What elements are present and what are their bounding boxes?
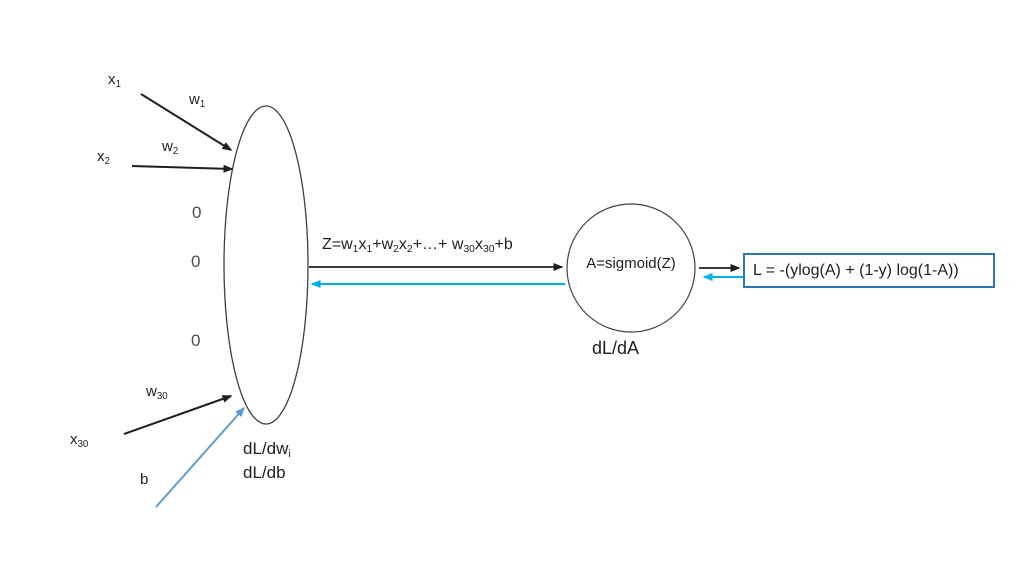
label-grad-weights: dL/dwi: [243, 439, 291, 461]
placeholder-dot: 0: [191, 331, 201, 350]
arrow-x1-to-neuron: [140, 93, 233, 151]
label-grad-activation: dL/dA: [592, 338, 640, 358]
loss-box: L = -(ylog(A) + (1-y) log(1-A)): [743, 253, 995, 288]
activation-circle: [566, 203, 696, 333]
label-activation: A=sigmoid(Z): [586, 255, 676, 272]
loss-label: L = -(ylog(A) + (1-y) log(1-A)): [753, 261, 959, 279]
arrow-b-to-neuron: [155, 406, 245, 508]
label-equation-z: Z=w1x1+w2x2+…+ w30x30+b: [322, 236, 513, 255]
label-x30: x30: [70, 431, 89, 450]
placeholder-dot: 0: [191, 252, 201, 271]
label-grad-bias: dL/db: [243, 463, 286, 482]
label-b: b: [140, 471, 149, 488]
arrow-x2-to-neuron: [131, 164, 234, 173]
placeholder-dot: 0: [192, 203, 202, 222]
label-x2: x2: [97, 148, 110, 167]
neuron-ellipse: [223, 105, 309, 425]
label-w1: w1: [189, 91, 206, 110]
label-w2: w2: [162, 138, 179, 157]
label-w30: w30: [146, 383, 168, 402]
label-x1: x1: [108, 71, 121, 90]
arrow-x30-to-neuron: [123, 395, 233, 435]
